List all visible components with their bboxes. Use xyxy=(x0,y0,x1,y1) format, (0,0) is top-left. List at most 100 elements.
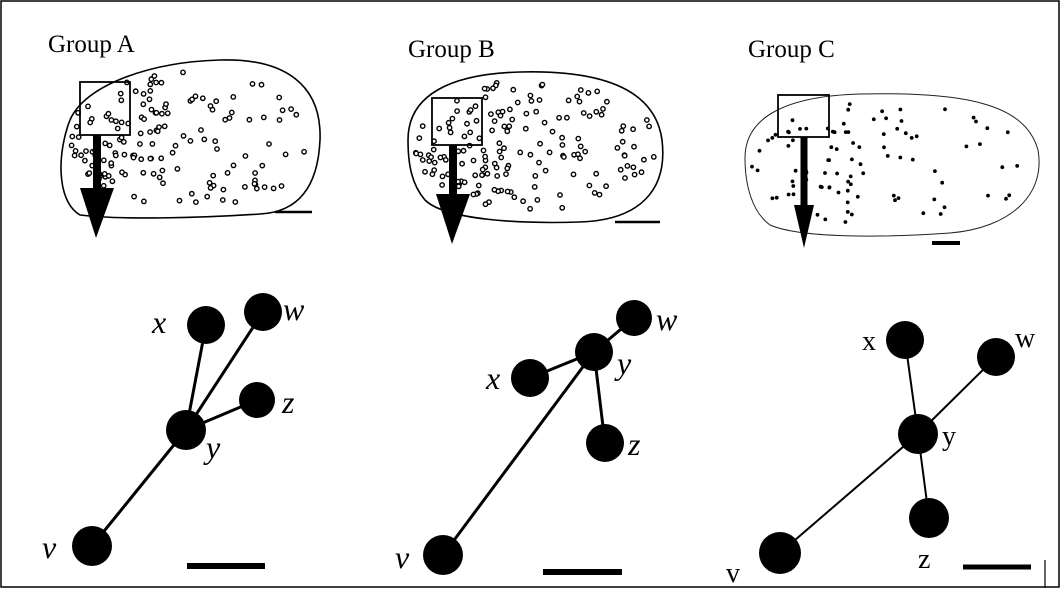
group-b-label-y: y xyxy=(614,345,632,381)
speckle-dot xyxy=(532,172,539,179)
speckle-dot xyxy=(528,98,535,104)
speckle-dot xyxy=(491,186,498,193)
speckle-dot xyxy=(1007,193,1012,198)
speckle-dot xyxy=(974,119,978,124)
speckle-dot xyxy=(536,159,542,166)
speckle-dot xyxy=(829,145,834,150)
speckle-dot xyxy=(482,94,489,101)
speckle-dot xyxy=(226,115,233,121)
group-c-node-v xyxy=(759,532,801,574)
speckle-dot xyxy=(871,117,876,122)
speckle-dot xyxy=(893,198,897,203)
speckle-dot xyxy=(531,183,538,190)
speckle-dot xyxy=(650,153,657,160)
speckle-dot xyxy=(467,129,474,136)
speckle-dot xyxy=(413,150,420,157)
group-b-arrow-head xyxy=(436,194,470,244)
speckle-dot xyxy=(293,111,300,118)
group-a-edge-y-v xyxy=(90,429,188,547)
speckle-dot xyxy=(130,154,137,161)
speckle-dot xyxy=(431,159,438,166)
speckle-dot xyxy=(147,129,154,135)
group-a-node-w xyxy=(244,293,282,331)
speckle-dot xyxy=(847,102,852,106)
speckle-dot xyxy=(501,145,507,152)
speckle-dot xyxy=(158,155,165,162)
speckle-dot xyxy=(770,196,775,201)
speckle-dot xyxy=(591,189,598,196)
speckle-dot xyxy=(192,93,199,100)
speckle-dot xyxy=(577,143,584,150)
speckle-dot xyxy=(603,183,609,190)
speckle-dot xyxy=(210,172,217,179)
speckle-dot xyxy=(454,97,460,104)
group-c-node-y xyxy=(898,414,938,454)
speckle-dot xyxy=(942,205,947,210)
speckle-dot xyxy=(804,126,809,131)
group-b-node-z xyxy=(586,424,624,462)
speckle-dot xyxy=(100,182,107,189)
speckle-dot xyxy=(266,141,272,147)
group-c-label-v: v xyxy=(726,558,740,589)
speckle-dot xyxy=(282,151,289,158)
speckle-dot xyxy=(109,178,116,185)
speckle-dot xyxy=(461,179,468,186)
speckle-dot xyxy=(270,185,277,192)
speckle-dot xyxy=(631,143,637,150)
speckle-dot xyxy=(575,151,581,158)
speckle-dot xyxy=(522,125,529,132)
speckle-dot xyxy=(835,171,839,176)
speckle-dot xyxy=(188,190,195,197)
speckle-dot xyxy=(506,123,513,130)
speckle-dot xyxy=(793,168,798,173)
speckle-dot xyxy=(903,131,908,136)
speckle-dot xyxy=(575,135,582,142)
speckle-dot xyxy=(964,144,969,149)
speckle-dot xyxy=(149,140,156,147)
speckle-dot xyxy=(118,97,125,104)
speckle-dot xyxy=(932,197,937,202)
speckle-dot xyxy=(882,145,886,150)
speckle-dot xyxy=(504,165,511,172)
group-b-blob xyxy=(407,71,664,244)
speckle-dot xyxy=(556,114,562,121)
speckle-dot xyxy=(209,106,216,113)
group-a-node-x xyxy=(187,306,225,344)
speckle-dot xyxy=(586,113,593,120)
speckle-dot xyxy=(494,173,501,179)
speckle-dot xyxy=(454,108,460,115)
speckle-dot xyxy=(586,182,593,189)
speckle-dot xyxy=(446,124,453,131)
speckle-dot xyxy=(559,142,566,148)
speckle-dot xyxy=(621,152,628,159)
speckle-dot xyxy=(848,182,853,187)
group-a-sample-box xyxy=(79,81,131,136)
speckle-dot xyxy=(419,157,426,163)
speckle-dot xyxy=(504,128,511,135)
speckle-dot xyxy=(600,106,606,112)
speckle-dot xyxy=(472,172,479,179)
speckle-dot xyxy=(416,135,423,142)
group-c-label: Group C xyxy=(748,36,835,63)
speckle-dot xyxy=(565,97,572,104)
speckle-dot xyxy=(527,205,533,212)
speckle-dot xyxy=(232,199,239,205)
speckle-dot xyxy=(618,127,625,134)
speckle-dot xyxy=(909,136,914,140)
group-b-label-x: x xyxy=(485,360,500,396)
speckle-dot xyxy=(439,173,446,180)
speckle-dot xyxy=(204,193,211,200)
speckle-dot xyxy=(523,110,530,117)
speckle-dot xyxy=(857,145,862,150)
speckle-dot xyxy=(187,137,194,144)
group-a-network: x w z y v xyxy=(42,291,305,569)
speckle-dot xyxy=(527,151,534,158)
speckle-dot xyxy=(105,110,112,117)
speckle-dot xyxy=(845,200,850,205)
speckle-dot xyxy=(224,169,231,176)
group-a-label-w: w xyxy=(283,291,305,327)
speckle-dot xyxy=(164,110,171,117)
speckle-dot xyxy=(118,119,125,126)
speckle-dot xyxy=(861,171,866,176)
